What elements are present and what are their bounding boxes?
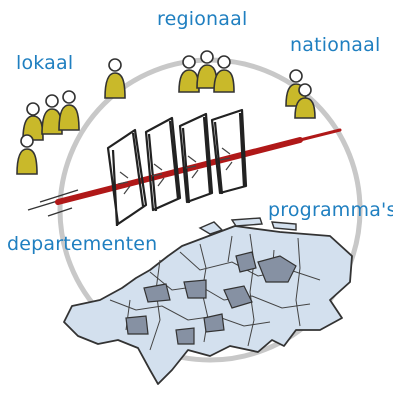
person [178,55,200,93]
person [58,90,80,131]
label-programmas: programma's [268,199,393,221]
label-lokaal: lokaal [16,52,74,74]
frame-2 [144,116,182,212]
netherlands-map [63,217,353,385]
people-nationaal [285,69,316,119]
people-lokaal [16,90,80,175]
person [16,134,38,175]
highlighted-regions [125,251,297,345]
motion-lines [27,189,79,217]
person [294,83,316,119]
label-departementen: departementen [7,233,158,255]
wadden-islands [198,217,297,235]
label-nationaal: nationaal [290,34,381,56]
person [41,94,63,135]
person [213,55,235,93]
person [22,102,44,141]
person-center [104,58,126,99]
frames [106,108,248,227]
frame-1 [106,128,148,227]
arrow [55,128,342,205]
frame-4 [210,108,248,195]
impact-sparks [117,147,233,195]
frame-3 [178,112,214,204]
people-regionaal [178,50,235,93]
label-regionaal: regionaal [157,8,248,30]
